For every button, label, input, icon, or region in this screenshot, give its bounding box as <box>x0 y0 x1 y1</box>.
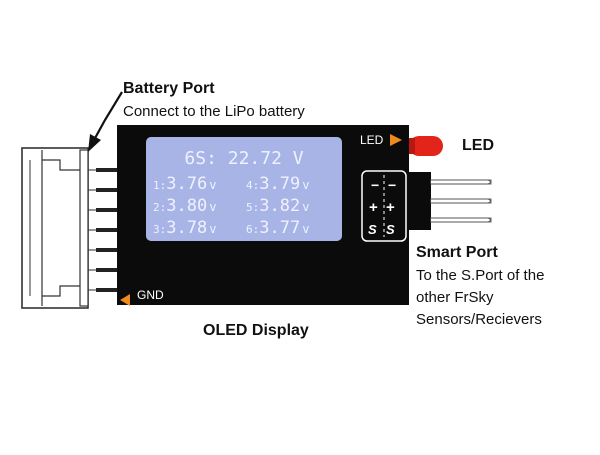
smart-minus-right: − <box>388 177 396 193</box>
battery-connector <box>21 147 96 309</box>
cell-index: 5: <box>246 201 259 214</box>
battery-port-title: Battery Port <box>123 80 215 97</box>
led-title: LED <box>462 137 494 154</box>
cell-voltage: 3.77 <box>259 218 300 238</box>
smart-port-description-line1: To the S.Port of the <box>416 267 545 284</box>
cell-voltage: 3.82 <box>259 196 300 216</box>
smart-plus-right: + <box>386 199 395 216</box>
smart-signal-right: S <box>386 222 395 237</box>
smart-port-socket: − − + + S S <box>361 170 407 242</box>
cell-unit: v <box>302 200 309 214</box>
cell-unit: v <box>302 178 309 192</box>
battery-pointer-arrowhead <box>88 134 101 152</box>
battery-pointer-line <box>93 91 123 141</box>
cell-index: 4: <box>246 179 259 192</box>
cell-unit: v <box>302 222 309 236</box>
oled-screen <box>146 137 342 241</box>
cell-index: 2: <box>153 201 166 214</box>
cell-voltage: 3.80 <box>166 196 207 216</box>
smart-port-description-line3: Sensors/Recievers <box>416 311 542 328</box>
oled-display-title: OLED Display <box>203 322 309 339</box>
gnd-arrow-icon <box>120 294 130 306</box>
battery-port-description: Connect to the LiPo battery <box>123 103 305 120</box>
gnd-tag: GND <box>137 288 164 302</box>
cell-unit: v <box>209 200 216 214</box>
smart-signal-left: S <box>368 222 377 237</box>
cell-unit: v <box>209 222 216 236</box>
cell-voltage: 3.76 <box>166 174 207 194</box>
cell-voltage: 3.79 <box>259 174 300 194</box>
smart-port-title: Smart Port <box>416 244 498 261</box>
cell-unit: v <box>209 178 216 192</box>
battery-header-pins <box>96 168 120 292</box>
cell-index: 3: <box>153 223 166 236</box>
smart-minus-left: − <box>371 177 379 193</box>
led-light <box>409 136 443 156</box>
cell-voltage: 3.78 <box>166 218 207 238</box>
led-tag: LED <box>360 133 384 147</box>
smart-plus-left: + <box>369 199 378 216</box>
smart-port-header <box>409 172 492 230</box>
cell-index: 6: <box>246 223 259 236</box>
total-voltage: 6S: 22.72 V <box>184 148 303 169</box>
led-arrow-icon <box>390 134 402 146</box>
smart-port-description-line2: other FrSky <box>416 289 494 306</box>
cell-index: 1: <box>153 179 166 192</box>
